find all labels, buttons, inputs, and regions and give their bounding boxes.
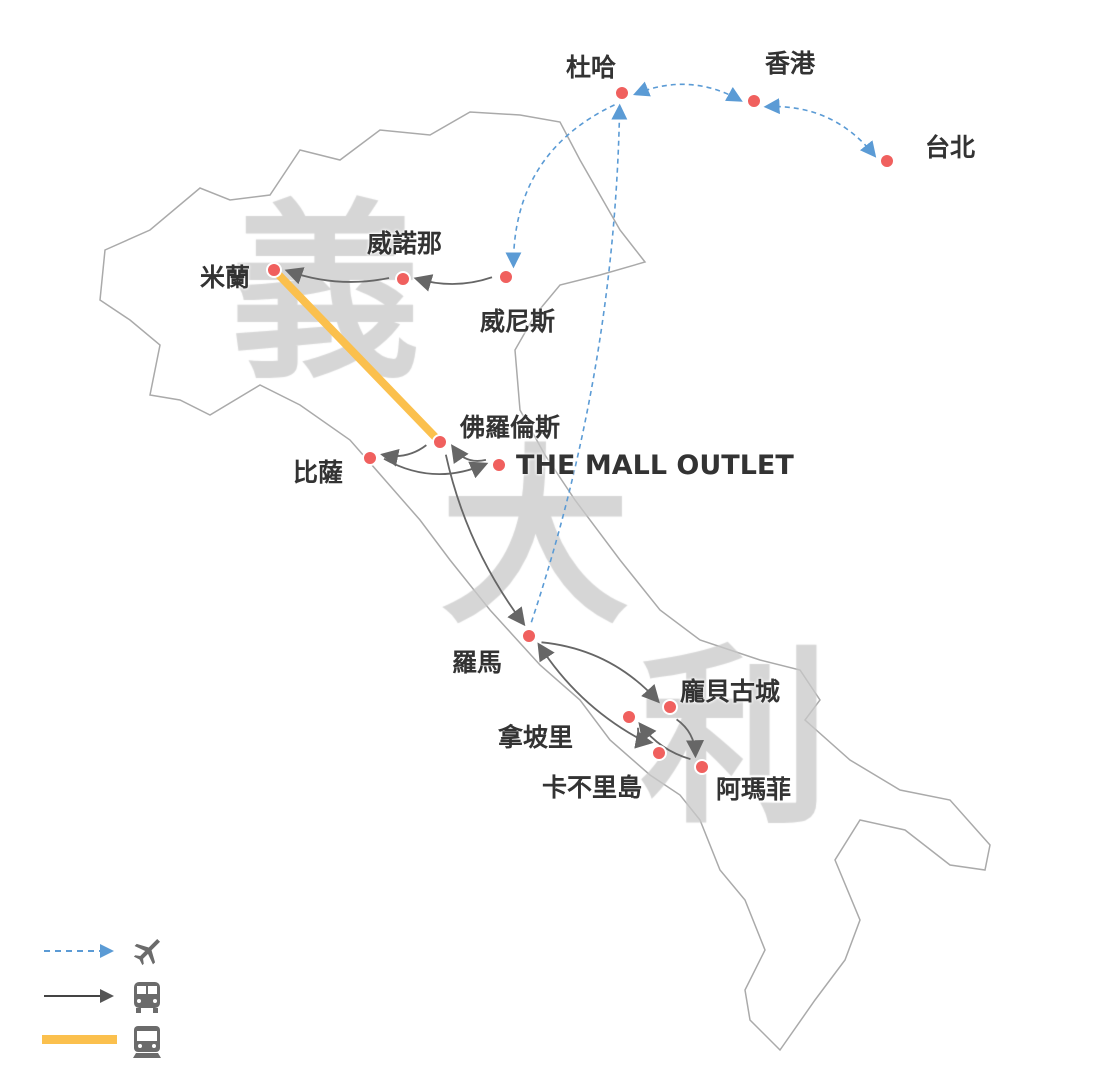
city-marker-amalfi: [694, 759, 710, 775]
route-bus-florence-rome: [444, 454, 526, 627]
city-marker-pompeii: [662, 699, 678, 715]
city-label-milan: 米蘭: [200, 263, 251, 292]
city-marker-taipei: [879, 153, 895, 169]
route-bus-verona-milan: [284, 267, 390, 285]
route-flight-hongkong-taipei: [763, 98, 877, 158]
city-label-amalfi: 阿瑪菲: [716, 775, 792, 804]
city-marker-mall: [491, 457, 507, 473]
city-marker-hongkong: [746, 93, 762, 109]
city-marker-doha: [614, 85, 630, 101]
city-marker-verona: [395, 271, 411, 287]
legend-train: [42, 1026, 161, 1058]
city-marker-naples: [621, 709, 637, 725]
city-label-florence: 佛羅倫斯: [460, 413, 561, 442]
legend: [42, 938, 161, 1058]
city-marker-pisa: [362, 450, 378, 466]
city-label-venice: 威尼斯: [480, 307, 556, 336]
city-marker-capri: [651, 745, 667, 761]
route-flight-doha-venice: [505, 104, 615, 269]
route-bus-pompeii-amalfi: [676, 718, 705, 759]
city-marker-milan: [266, 262, 282, 278]
route-bus-rome-pompeii: [541, 641, 660, 704]
route-bus-venice-verona: [413, 274, 493, 292]
city-label-verona: 威諾那: [367, 229, 443, 258]
city-label-capri: 卡不里島: [542, 773, 643, 802]
route-bus-capri-rome: [537, 642, 649, 745]
train-icon: [133, 1026, 161, 1058]
route-bus-florence-pisa: [380, 444, 427, 467]
airplane-icon: [133, 938, 161, 966]
city-label-pompeii: 龐貝古城: [680, 677, 781, 706]
city-label-hongkong: 香港: [765, 49, 816, 78]
legend-bus: [44, 982, 160, 1013]
route-bus-pisa-mall: [383, 457, 489, 479]
city-label-mall: THE MALL OUTLET: [516, 450, 794, 481]
city-marker-venice: [498, 269, 514, 285]
route-flight-doha-hongkong: [633, 81, 743, 102]
route-bus-naples-capri: [634, 727, 654, 749]
route-train-milan-florence: [271, 267, 443, 445]
city-label-rome: 羅馬: [452, 648, 503, 677]
city-label-pisa: 比薩: [293, 458, 344, 487]
legend-flight: [44, 938, 161, 966]
bus-icon: [134, 982, 160, 1013]
city-label-naples: 拿坡里: [498, 723, 574, 752]
route-bus-mall-florence: [451, 444, 487, 465]
city-label-taipei: 台北: [925, 133, 976, 162]
route-flight-rome-doha: [530, 103, 628, 623]
city-marker-florence: [432, 434, 448, 450]
city-label-doha: 杜哈: [566, 53, 617, 82]
city-marker-rome: [521, 628, 537, 644]
